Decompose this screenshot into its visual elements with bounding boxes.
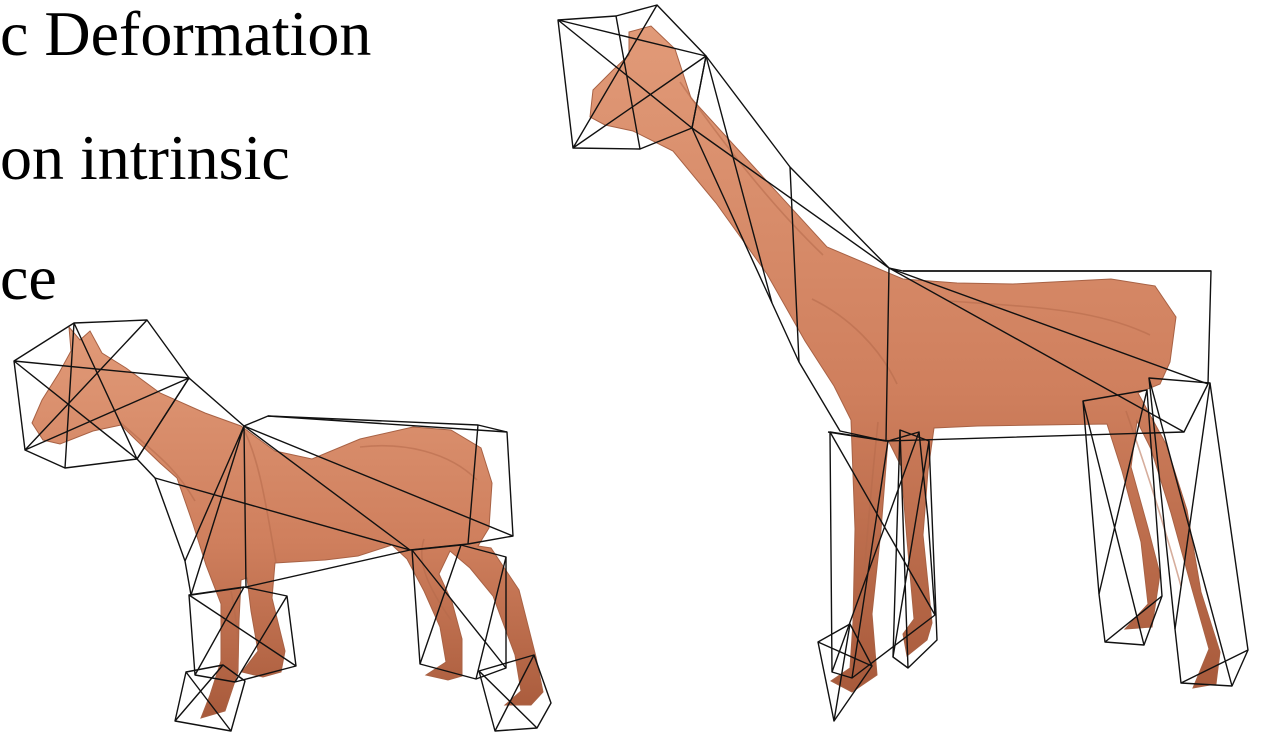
text-line-intrinsic: on intrinsic bbox=[0, 126, 290, 190]
text-line-deformation: c Deformation bbox=[0, 2, 371, 66]
slide-text: c Deformation on intrinsic ce bbox=[0, 0, 560, 320]
giraffe-cage-figure bbox=[548, 0, 1268, 739]
text-line-ce: ce bbox=[0, 246, 57, 310]
horse-cage-figure bbox=[0, 310, 560, 739]
horse-mesh bbox=[32, 327, 543, 718]
